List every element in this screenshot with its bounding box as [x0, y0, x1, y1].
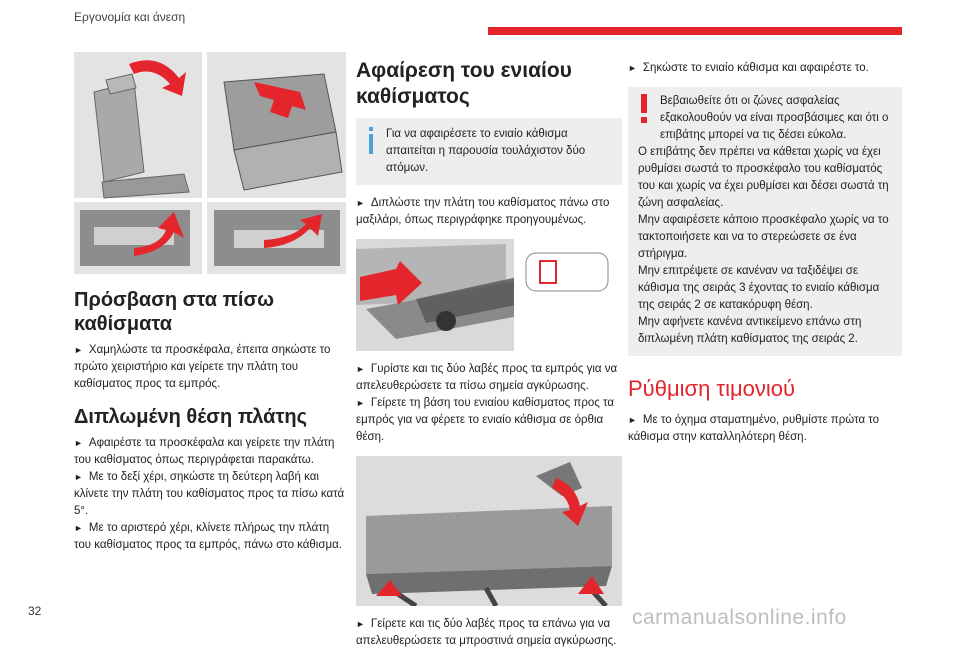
fold-step: ►Με το δεξί χέρι, σηκώστε τη δεύτερη λαβ… [74, 471, 345, 517]
remove-step: ►Διπλώστε την πλάτη του καθίσματος πάνω … [356, 197, 610, 226]
header-title: Εργονομία και άνεση [74, 10, 186, 24]
fold-step: ►Με το αριστερό χέρι, κλίνετε πλήρως την… [74, 522, 342, 551]
access-steps: ►Χαμηλώστε τα προσκέφαλα, έπειτα σηκώστε… [74, 342, 346, 393]
warning-text: Μην αφήνετε κανένα αντικείμενο επάνω στη… [638, 316, 862, 345]
warning-text: Βεβαιωθείτε ότι οι ζώνες ασφαλείας εξακο… [660, 95, 889, 141]
step-arrow-icon: ► [74, 523, 83, 533]
step-arrow-icon: ► [356, 364, 365, 374]
remove-step: ►Γυρίστε και τις δύο λαβές προς τα εμπρό… [356, 363, 618, 392]
warning-text: Ο επιβάτης δεν πρέπει να κάθεται χωρίς ν… [638, 146, 889, 209]
heading-access-rear-seats: Πρόσβαση στα πίσω καθίσματα [74, 289, 275, 335]
heading-folded-backrest: Διπλωμένη θέση πλάτης [74, 406, 308, 428]
remove-steps-2: ►Γυρίστε και τις δύο λαβές προς τα εμπρό… [356, 361, 622, 446]
step-arrow-icon: ► [74, 345, 83, 355]
info-icon [369, 127, 373, 154]
column-2: Αφαίρεση του ενιαίου καθίσματος Για να α… [356, 52, 622, 650]
step-arrow-icon: ► [74, 438, 83, 448]
info-note-text: Για να αφαιρέσετε το ενιαίο κάθισμα απαι… [386, 128, 586, 174]
watermark: carmanualsonline.info [632, 606, 847, 629]
remove-step: ►Γείρετε τη βάση του ενιαίου καθίσματος … [356, 397, 615, 443]
access-step: ►Χαμηλώστε τα προσκέφαλα, έπειτα σηκώστε… [74, 344, 331, 390]
step-arrow-icon: ► [74, 472, 83, 482]
tilt-seat-illustration [356, 456, 622, 606]
page-number: 32 [28, 604, 42, 618]
step-arrow-icon: ► [356, 198, 365, 208]
lift-step: ►Σηκώστε το ενιαίο κάθισμα και αφαιρέστε… [628, 62, 869, 74]
step-arrow-icon: ► [628, 415, 637, 426]
warning-text: Μην επιτρέψετε σε κανέναν να ταξιδέψει σ… [638, 265, 880, 311]
heading-steering-adjustment: Ρύθμιση τιμονιού [628, 376, 796, 401]
fold-seat-illustration [356, 239, 622, 351]
heading-remove-bench-seat: Αφαίρεση του ενιαίου καθίσματος [356, 59, 572, 108]
step-arrow-icon: ► [356, 619, 365, 629]
fold-steps: ►Αφαιρέστε τα προσκέφαλα και γείρετε την… [74, 435, 346, 554]
steering-step: ►Με το όχημα σταματημένο, ρυθμίστε πρώτα… [628, 414, 880, 444]
step-arrow-icon: ► [628, 63, 637, 73]
fold-step: ►Αφαιρέστε τα προσκέφαλα και γείρετε την… [74, 437, 335, 466]
column-3: ►Σηκώστε το ενιαίο κάθισμα και αφαιρέστε… [628, 52, 902, 446]
step-arrow-icon: ► [356, 398, 365, 408]
remove-step: ►Γείρετε και τις δύο λαβές προς τα επάνω… [356, 618, 617, 647]
header-accent-bar [488, 27, 902, 35]
warning-icon [641, 94, 647, 123]
warning-box: Βεβαιωθείτε ότι οι ζώνες ασφαλείας εξακο… [628, 87, 902, 356]
column-1: Πρόσβαση στα πίσω καθίσματα ►Χαμηλώστε τ… [74, 52, 346, 554]
info-note-box: Για να αφαιρέσετε το ενιαίο κάθισμα απαι… [356, 118, 622, 185]
headrest-illustration-grid [74, 52, 346, 274]
warning-text: Μην αφαιρέσετε κάποιο προσκέφαλο χωρίς ν… [638, 214, 889, 260]
